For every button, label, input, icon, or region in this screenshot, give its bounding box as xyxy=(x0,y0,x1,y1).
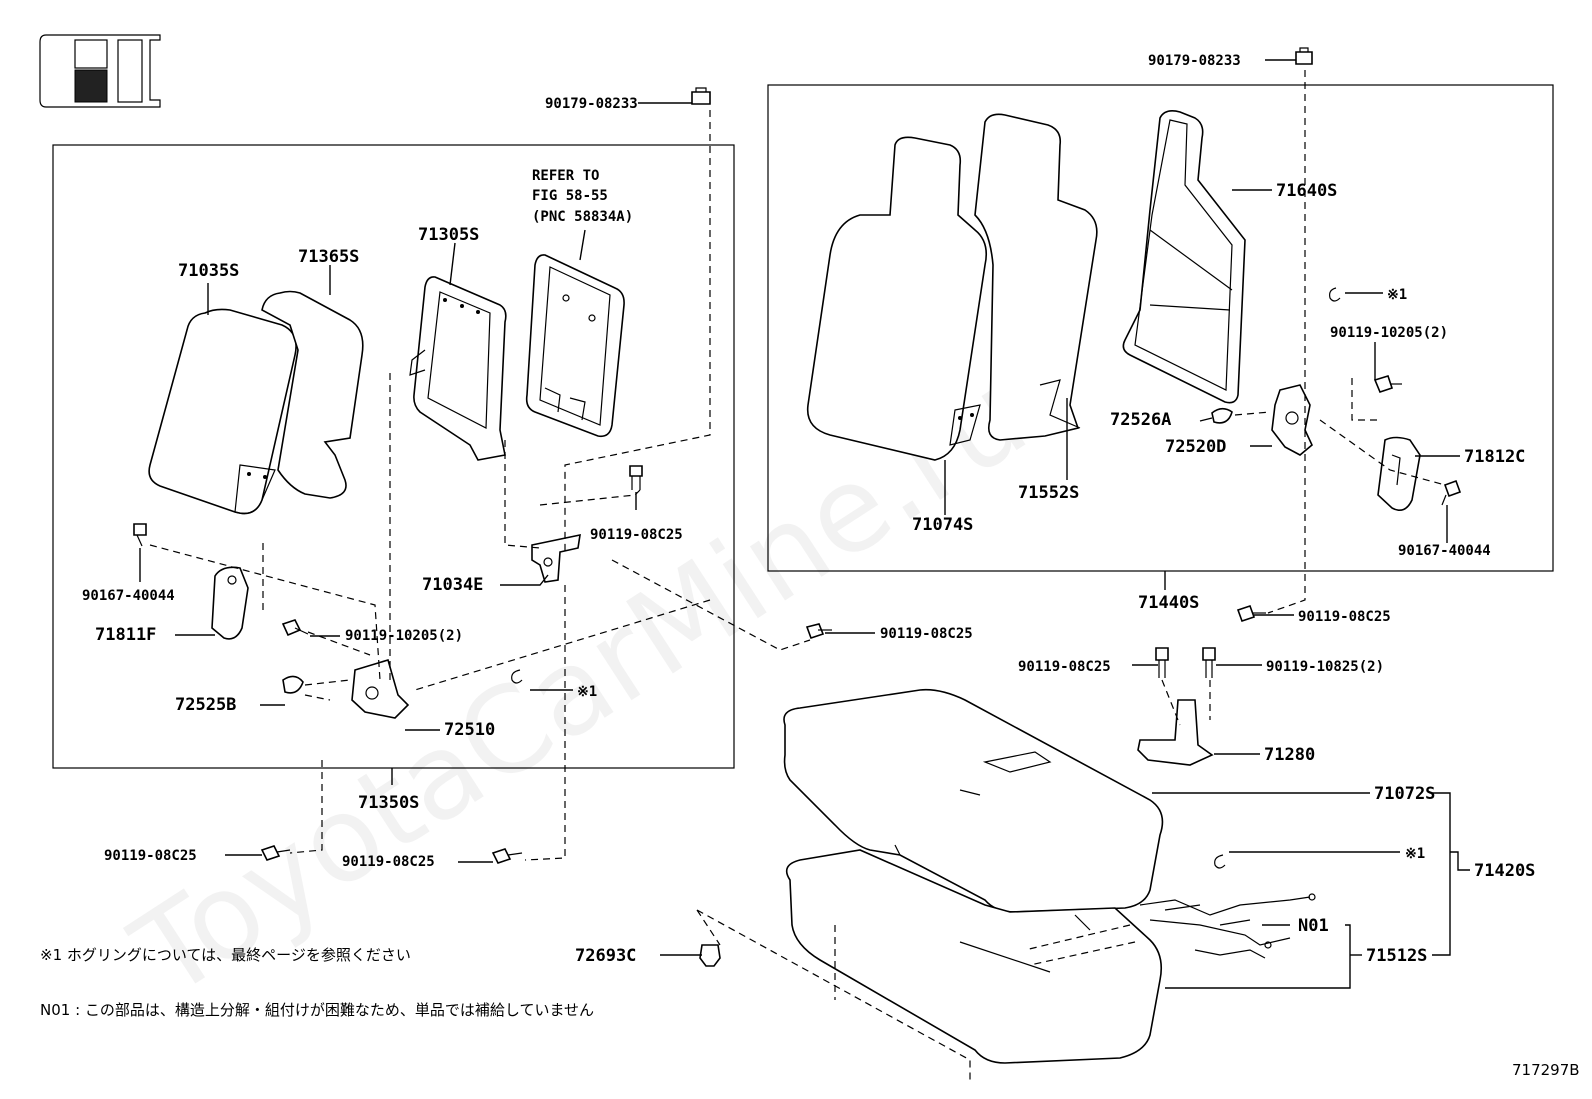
label-90119-08C25-mid: 90119-08C25 xyxy=(880,626,973,642)
label-hogring-cushion: ※1 xyxy=(1405,846,1425,862)
label-71365S: 71365S xyxy=(298,247,359,267)
refer-line-3: (PNC 58834A) xyxy=(532,209,633,225)
refer-line-2: FIG 58-55 xyxy=(532,188,608,204)
figure-id: 717297B xyxy=(1512,1061,1580,1079)
part-71640S-seatback-frame xyxy=(1122,110,1246,404)
label-hogring-upper: ※1 xyxy=(1387,287,1407,303)
label-72526A: 72526A xyxy=(1110,410,1171,430)
label-N01: N01 xyxy=(1298,916,1329,936)
label-71812C: 71812C xyxy=(1464,447,1525,467)
bolt-90119-10825-cushion xyxy=(1202,647,1216,678)
label-90119-10205-right: 90119-10205(2) xyxy=(1330,325,1448,341)
footnote-n01: N01 : この部品は、構造上分解・組付けが困難なため、単品では補給していません xyxy=(40,1001,594,1019)
label-71280: 71280 xyxy=(1264,745,1315,765)
bolt-90119-10205-left xyxy=(281,619,309,637)
vehicle-location-icon xyxy=(39,34,161,108)
frame-71440S xyxy=(767,84,1554,572)
footnote-hogring: ※1 ホグリングについては、最終ページを参照ください xyxy=(40,946,411,964)
bolt-90119-08C25-upper xyxy=(629,465,643,490)
label-hogring-left: ※1 xyxy=(577,684,597,700)
part-71512S-cushion-pad xyxy=(785,849,1163,1064)
label-71035S: 71035S xyxy=(178,261,239,281)
refer-line-1: REFER TO xyxy=(532,168,599,184)
part-71074S-seatback-pad xyxy=(806,136,988,461)
frame-71350S xyxy=(52,144,735,769)
bolt-90119-08C25-bottom-left xyxy=(260,845,291,861)
label-90119-08C25-cushion: 90119-08C25 xyxy=(1018,659,1111,675)
label-71305S: 71305S xyxy=(418,225,479,245)
bolt-90119-08C25-bottom-mid xyxy=(491,848,523,864)
label-90167-40044-right: 90167-40044 xyxy=(1398,543,1491,559)
labels: ※1 ホグリングについては、最終ページを参照ください N01 : この部品は、構… xyxy=(40,53,1580,1079)
label-71072S: 71072S xyxy=(1374,784,1435,804)
bolt-90119-08C25-under-frame xyxy=(1236,604,1266,623)
part-71072S-cushion-cover xyxy=(783,688,1164,913)
assembly-dashed-lines xyxy=(149,70,1446,1080)
part-71280-bracket xyxy=(1137,699,1214,766)
part-hogring-cushion xyxy=(1214,854,1226,869)
part-71305S-seatback-frame xyxy=(409,276,507,461)
part-71365S-seatback-cover xyxy=(261,290,364,499)
label-90119-08C25-under-frame: 90119-08C25 xyxy=(1298,609,1391,625)
label-71034E: 71034E xyxy=(422,575,483,595)
part-N01-wire-harness xyxy=(1139,893,1316,959)
part-72526A-cap xyxy=(1211,407,1233,424)
part-72520D-hinge xyxy=(1271,384,1313,456)
label-72525B: 72525B xyxy=(175,695,236,715)
bolt-90179-08233-right xyxy=(1295,47,1313,65)
label-90119-08C25-bottom-left: 90119-08C25 xyxy=(104,848,197,864)
part-72693C-clip xyxy=(699,944,721,967)
part-refer-fig-58-55-board xyxy=(525,254,625,438)
label-71350S: 71350S xyxy=(358,793,419,813)
bolt-90167-40044-right xyxy=(1441,479,1462,506)
label-71440S: 71440S xyxy=(1138,593,1199,613)
label-71552S: 71552S xyxy=(1018,483,1079,503)
part-71552S-seatback-cover xyxy=(974,113,1098,441)
bolt-90179-08233-left xyxy=(691,87,711,105)
label-71512S: 71512S xyxy=(1366,946,1427,966)
label-71420S: 71420S xyxy=(1474,861,1535,881)
label-90179-08233-left: 90179-08233 xyxy=(545,96,638,112)
label-90119-10825: 90119-10825(2) xyxy=(1266,659,1384,675)
part-hogring-upper-right xyxy=(1329,287,1341,302)
part-71811F-cover xyxy=(211,566,249,640)
label-71074S: 71074S xyxy=(912,515,973,535)
bolt-90119-08C25-mid xyxy=(805,623,832,640)
label-71811F: 71811F xyxy=(95,625,156,645)
label-72510: 72510 xyxy=(444,720,495,740)
label-90119-08C25-bottom-mid: 90119-08C25 xyxy=(342,854,435,870)
part-hogring-left xyxy=(511,669,523,684)
bolt-90119-08C25-cushion xyxy=(1155,647,1169,678)
label-90167-40044-left: 90167-40044 xyxy=(82,588,175,604)
part-71034E-bracket xyxy=(531,533,581,583)
part-72525B-cap xyxy=(282,675,304,694)
bolt-90119-10205-right xyxy=(1373,375,1402,393)
part-71812C-cover xyxy=(1377,436,1421,511)
label-90119-10205-left: 90119-10205(2) xyxy=(345,628,463,644)
part-72510-hinge xyxy=(351,658,410,719)
label-71640S: 71640S xyxy=(1276,181,1337,201)
bolt-90167-40044-left xyxy=(133,523,147,547)
label-72520D: 72520D xyxy=(1165,437,1226,457)
part-71035S-seatback-pad xyxy=(148,308,297,515)
label-72693C: 72693C xyxy=(575,946,636,966)
leader-lines xyxy=(139,59,1470,989)
label-90179-08233-right: 90179-08233 xyxy=(1148,53,1241,69)
label-90119-08C25-upper: 90119-08C25 xyxy=(590,527,683,543)
